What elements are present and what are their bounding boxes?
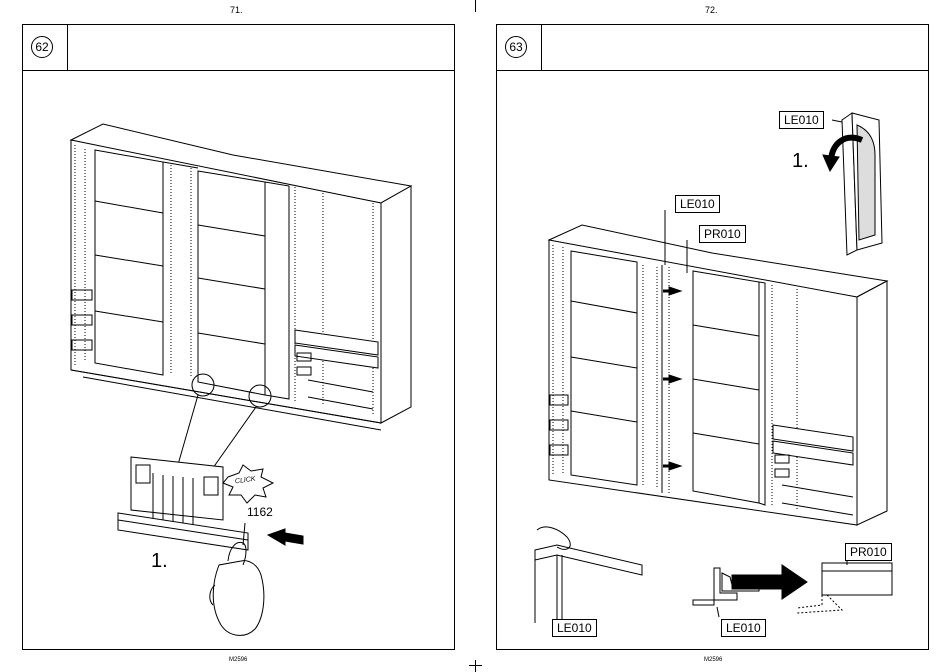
label-le010-bottom-left: LE010 (552, 619, 597, 637)
page-number-right: 72. (705, 5, 718, 15)
label-le010-mid: LE010 (675, 195, 720, 213)
page-right: 63 (496, 24, 929, 650)
sub-step-label: 1. (151, 550, 168, 573)
part-code-1162: 1162 (247, 505, 273, 519)
label-le010-bottom-center: LE010 (721, 619, 766, 637)
label-le010-top: LE010 (779, 111, 824, 129)
footer-code-right: M2596 (704, 657, 722, 663)
label-pr010-mid: PR010 (699, 225, 746, 243)
crop-mark-bottom-h (469, 665, 482, 666)
crop-mark-top (475, 0, 476, 12)
page-number-left: 71. (230, 5, 243, 15)
crop-mark-bottom (475, 660, 476, 672)
wardrobe-illustration-icon (23, 25, 456, 651)
label-pr010-bottom-right: PR010 (845, 543, 892, 561)
page-left: 62 (22, 24, 455, 650)
sub-step-label: 1. (792, 150, 809, 173)
footer-code-left: M2596 (229, 657, 247, 663)
